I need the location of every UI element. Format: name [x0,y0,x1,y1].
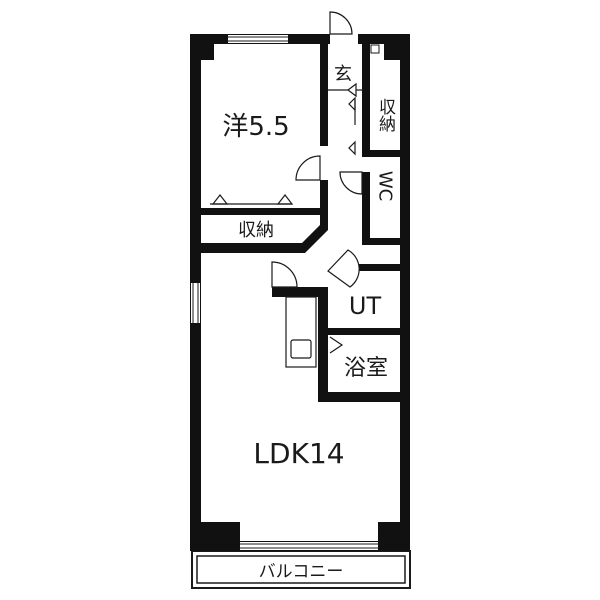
western-room-label: 洋5.5 [222,112,289,142]
bathroom-label: 浴室 [344,356,388,381]
storage-room-label: 収納 [375,98,396,133]
storage-entrance-label: 収納 [238,220,274,241]
entrance-label: 玄 [334,64,352,85]
toilet-label: WC [375,171,396,201]
windows [191,35,380,550]
bath-marker [329,336,344,354]
closet-sliding-doors [210,96,356,205]
balcony-label: バルコニー [259,562,344,582]
kitchen-counter [285,296,317,368]
door-swings [271,11,363,288]
utility-label: UT [349,292,382,320]
ldk-label: LDK14 [253,437,344,470]
interior-walls [190,34,410,402]
